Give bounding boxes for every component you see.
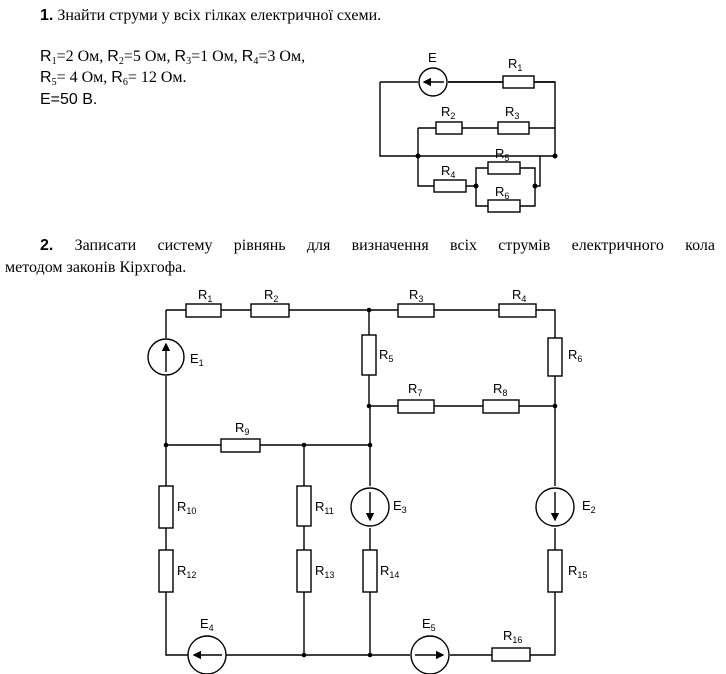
c2-top-wire: [166, 309, 556, 338]
c2-r11-label: R11: [315, 499, 334, 516]
c2-r2-label: R2: [264, 287, 278, 304]
c1-e-label: E: [428, 50, 437, 65]
task2-line1: 2. Записати систему рівнянь для визначен…: [40, 236, 715, 256]
param-r6-label: R: [111, 69, 123, 86]
c2-r13: [296, 549, 312, 593]
c2-r15: [547, 549, 563, 593]
c2-r4-label: R4: [512, 287, 526, 304]
c2-r1: [185, 303, 222, 318]
c1-r1: [502, 75, 535, 89]
c2-r5: [361, 334, 377, 376]
c1-node: [473, 183, 479, 189]
c2-e1-label: E1: [190, 351, 204, 368]
c2-node: [367, 652, 373, 658]
param-r4-sub: 4: [253, 56, 259, 67]
task1-heading: 1. Знайти струми у всіх гілках електричн…: [40, 6, 381, 26]
task2-line2: методом законів Кірхгофа.: [5, 259, 187, 276]
param-r1-label: R: [40, 48, 52, 65]
c1-lower-wires: [417, 156, 541, 207]
c2-r15-label: R15: [568, 563, 587, 580]
c2-r12: [158, 549, 174, 593]
param-r2-label: R: [107, 48, 119, 65]
param-r5-sub: 5: [51, 77, 57, 88]
param-r4-value: =3 Ом,: [258, 48, 306, 65]
param-r6-value: = 12 Ом.: [127, 69, 187, 86]
c2-node: [367, 442, 373, 448]
c2-e5-label: E5: [422, 616, 436, 633]
c2-node: [301, 442, 307, 448]
c2-r13-label: R13: [315, 563, 334, 580]
param-r3-value: =1 Ом,: [191, 48, 242, 65]
c2-r6-label: R6: [568, 347, 582, 364]
param-r5-value: = 4 Ом,: [56, 69, 112, 86]
c2-r8: [482, 399, 520, 414]
c2-r2: [250, 303, 290, 318]
c2-r10: [158, 485, 174, 529]
param-r4-label: R: [241, 48, 254, 65]
c2-r5-label: R5: [379, 347, 393, 364]
c1-node: [415, 153, 421, 159]
task1-number: 1.: [40, 7, 54, 24]
c2-r6: [547, 337, 563, 377]
param-r5-label: R: [40, 69, 52, 86]
c2-node: [366, 403, 372, 409]
c2-outer-right-bottom: [165, 376, 556, 656]
c1-r3: [497, 121, 530, 135]
param-r3-sub: 3: [186, 56, 192, 67]
circuit-2: R1 R2 R3 R4 R7 R8 R9 R16 R5 R6 R10 R11 R…: [147, 287, 596, 674]
c1-r3-label: R3: [505, 104, 519, 121]
c1-r6-label: R6: [495, 184, 509, 201]
param-r1-sub: 1: [51, 56, 57, 67]
circuit-1: E R1 R2 R3 R4 R5 R6: [379, 50, 558, 213]
c2-r16: [491, 647, 531, 662]
c2-r14-label: R14: [380, 563, 399, 580]
c2-r12-label: R12: [177, 563, 196, 580]
task1-title: Знайти струми у всіх гілках електричної …: [57, 7, 382, 24]
c1-r2-label: R2: [441, 104, 455, 121]
c2-r9-label: R9: [235, 420, 249, 437]
param-r2-sub: 2: [118, 56, 124, 67]
c2-mid-wires: [368, 310, 555, 407]
param-r2-value: =5 Ом,: [123, 48, 175, 65]
c2-e4-label: E4: [200, 616, 214, 633]
task2-number: 2.: [40, 237, 54, 254]
c2-r3-label: R3: [409, 287, 423, 304]
c2-left-upper-wire: [165, 310, 370, 446]
c2-r7-label: R7: [408, 381, 422, 398]
c1-outer-wires: [379, 81, 556, 157]
c1-r4-label: R4: [441, 163, 455, 180]
c1-r4: [433, 179, 467, 193]
c2-r11: [296, 485, 312, 527]
c2-r8-label: R8: [493, 381, 507, 398]
c1-node: [532, 183, 538, 189]
c2-r16-label: R16: [503, 628, 522, 645]
task1-params-line1: R1=2 Ом, R2=5 Ом, R3=1 Ом, R4=3 Ом,: [40, 47, 305, 72]
c2-r3: [397, 303, 435, 318]
c2-r4: [498, 303, 537, 318]
param-r3-label: R: [174, 48, 187, 65]
task2-text-1: Записати систему рівнянь для визначення …: [74, 237, 715, 254]
task1-params-line2: R5= 4 Ом, R6= 12 Ом.: [40, 68, 187, 93]
c2-r7: [397, 399, 435, 414]
c2-r14: [362, 549, 378, 593]
c1-r5-label: R5: [495, 146, 509, 163]
c2-node: [552, 403, 558, 409]
c1-r1-label: R1: [508, 56, 522, 73]
c2-node: [366, 307, 372, 313]
c1-node: [552, 153, 558, 159]
c2-r10-label: R10: [177, 499, 196, 516]
c1-r5: [487, 161, 521, 175]
c2-r9: [220, 438, 261, 453]
c1-r2: [435, 121, 463, 135]
task1-params-line3: E=50 В.: [40, 91, 98, 108]
c2-node: [301, 652, 307, 658]
param-r6-sub: 6: [122, 77, 128, 88]
c2-e2-label: E2: [582, 498, 596, 515]
param-r1-value: =2 Ом,: [56, 48, 108, 65]
c2-node: [163, 442, 169, 448]
c1-r6: [487, 199, 521, 213]
c2-e3-label: E3: [393, 498, 407, 515]
c2-r1-label: R1: [198, 287, 212, 304]
